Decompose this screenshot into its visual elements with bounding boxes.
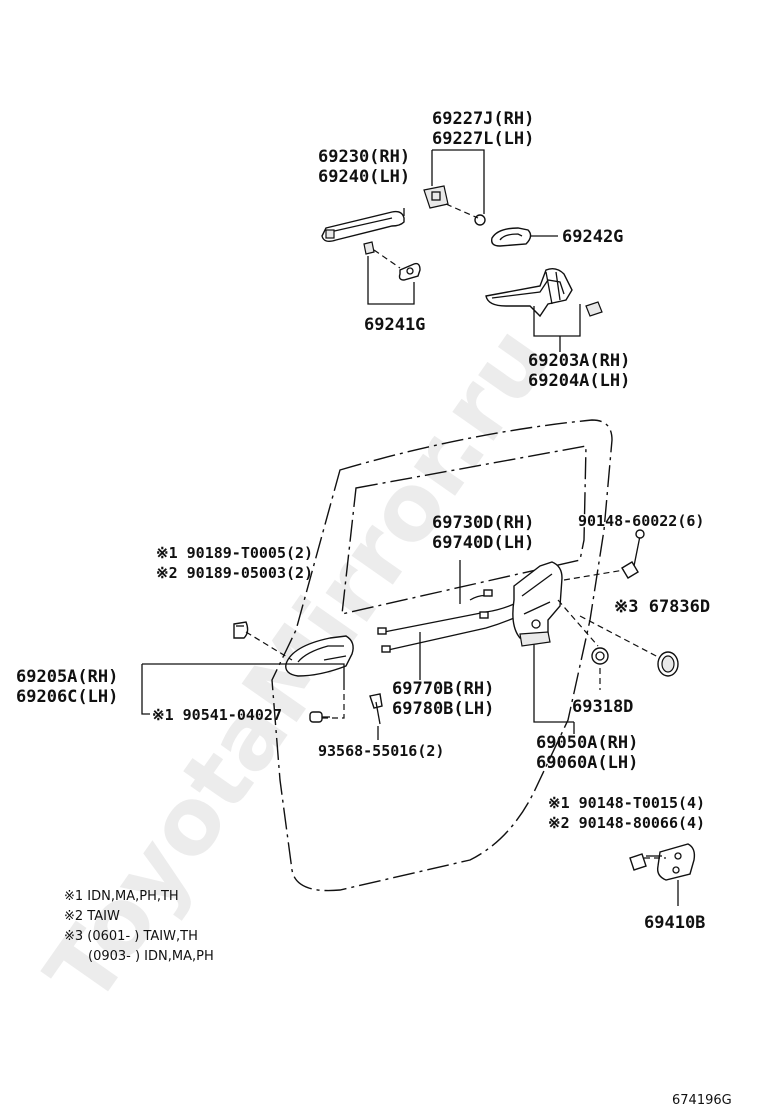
outside-handle-part xyxy=(321,210,405,243)
note-3: ※3 (0601- ) TAIW,TH xyxy=(64,929,198,944)
label-90189-1: ※1 90189-T0005(2) xyxy=(156,544,313,562)
door-outline xyxy=(271,419,613,892)
screw-part xyxy=(309,711,330,723)
bolt-part xyxy=(621,529,645,579)
handle-cap-part xyxy=(423,185,486,226)
label-69050-lh: 69060A(LH) xyxy=(536,753,638,773)
door-lock-part xyxy=(512,561,563,647)
screw-part-2 xyxy=(369,693,383,725)
note-2: ※2 TAIW xyxy=(64,909,120,924)
cable-parts xyxy=(377,589,515,653)
label-90148-80066: ※2 90148-80066(4) xyxy=(548,814,705,832)
handle-frame-part xyxy=(485,267,603,318)
handle-pad-part xyxy=(363,241,421,281)
label-69230-rh: 69230(RH) xyxy=(318,147,410,167)
label-90148-60022: 90148-60022(6) xyxy=(578,512,704,530)
note-4: (0903- ) IDN,MA,PH xyxy=(88,949,214,964)
label-69730-lh: 69740D(LH) xyxy=(432,533,534,553)
label-69203-rh: 69203A(RH) xyxy=(528,351,630,371)
reference-code: 674196G xyxy=(672,1093,732,1108)
label-67836: ※3 67836D xyxy=(614,597,710,617)
label-69203-lh: 69204A(LH) xyxy=(528,371,630,391)
part-labels: 69227J(RH) 69227L(LH) 69230(RH) 69240(LH… xyxy=(16,109,710,933)
inside-handle-part xyxy=(285,635,354,677)
bottom-leader-lines xyxy=(644,857,679,906)
label-69050-rh: 69050A(RH) xyxy=(536,733,638,753)
striker-part xyxy=(629,843,696,881)
top-leader-lines xyxy=(367,149,581,352)
plug-part xyxy=(591,647,609,665)
label-69730-rh: 69730D(RH) xyxy=(432,513,534,533)
label-69770-rh: 69770B(RH) xyxy=(392,679,494,699)
label-90148-t0015: ※1 90148-T0015(4) xyxy=(548,794,705,812)
label-69205-lh: 69206C(LH) xyxy=(16,687,118,707)
applicability-notes: ※1 IDN,MA,PH,TH ※2 TAIW ※3 (0601- ) TAIW… xyxy=(64,889,214,964)
label-69227-rh: 69227J(RH) xyxy=(432,109,534,129)
label-69230-lh: 69240(LH) xyxy=(318,167,410,187)
middle-leader-lines xyxy=(141,560,661,740)
label-69318: 69318D xyxy=(572,697,633,717)
label-69241: 69241G xyxy=(364,315,425,335)
label-69770-lh: 69780B(LH) xyxy=(392,699,494,719)
label-90541: ※1 90541-04027 xyxy=(152,706,282,724)
grommet-part xyxy=(657,651,679,677)
label-90189-2: ※2 90189-05003(2) xyxy=(156,564,313,582)
label-69242: 69242G xyxy=(562,227,623,247)
note-1: ※1 IDN,MA,PH,TH xyxy=(64,889,179,904)
gasket-part xyxy=(490,227,532,247)
clip-part xyxy=(233,621,249,639)
label-69205-rh: 69205A(RH) xyxy=(16,667,118,687)
label-69227-lh: 69227L(LH) xyxy=(432,129,534,149)
label-69410: 69410B xyxy=(644,913,705,933)
label-93568: 93568-55016(2) xyxy=(318,742,444,760)
